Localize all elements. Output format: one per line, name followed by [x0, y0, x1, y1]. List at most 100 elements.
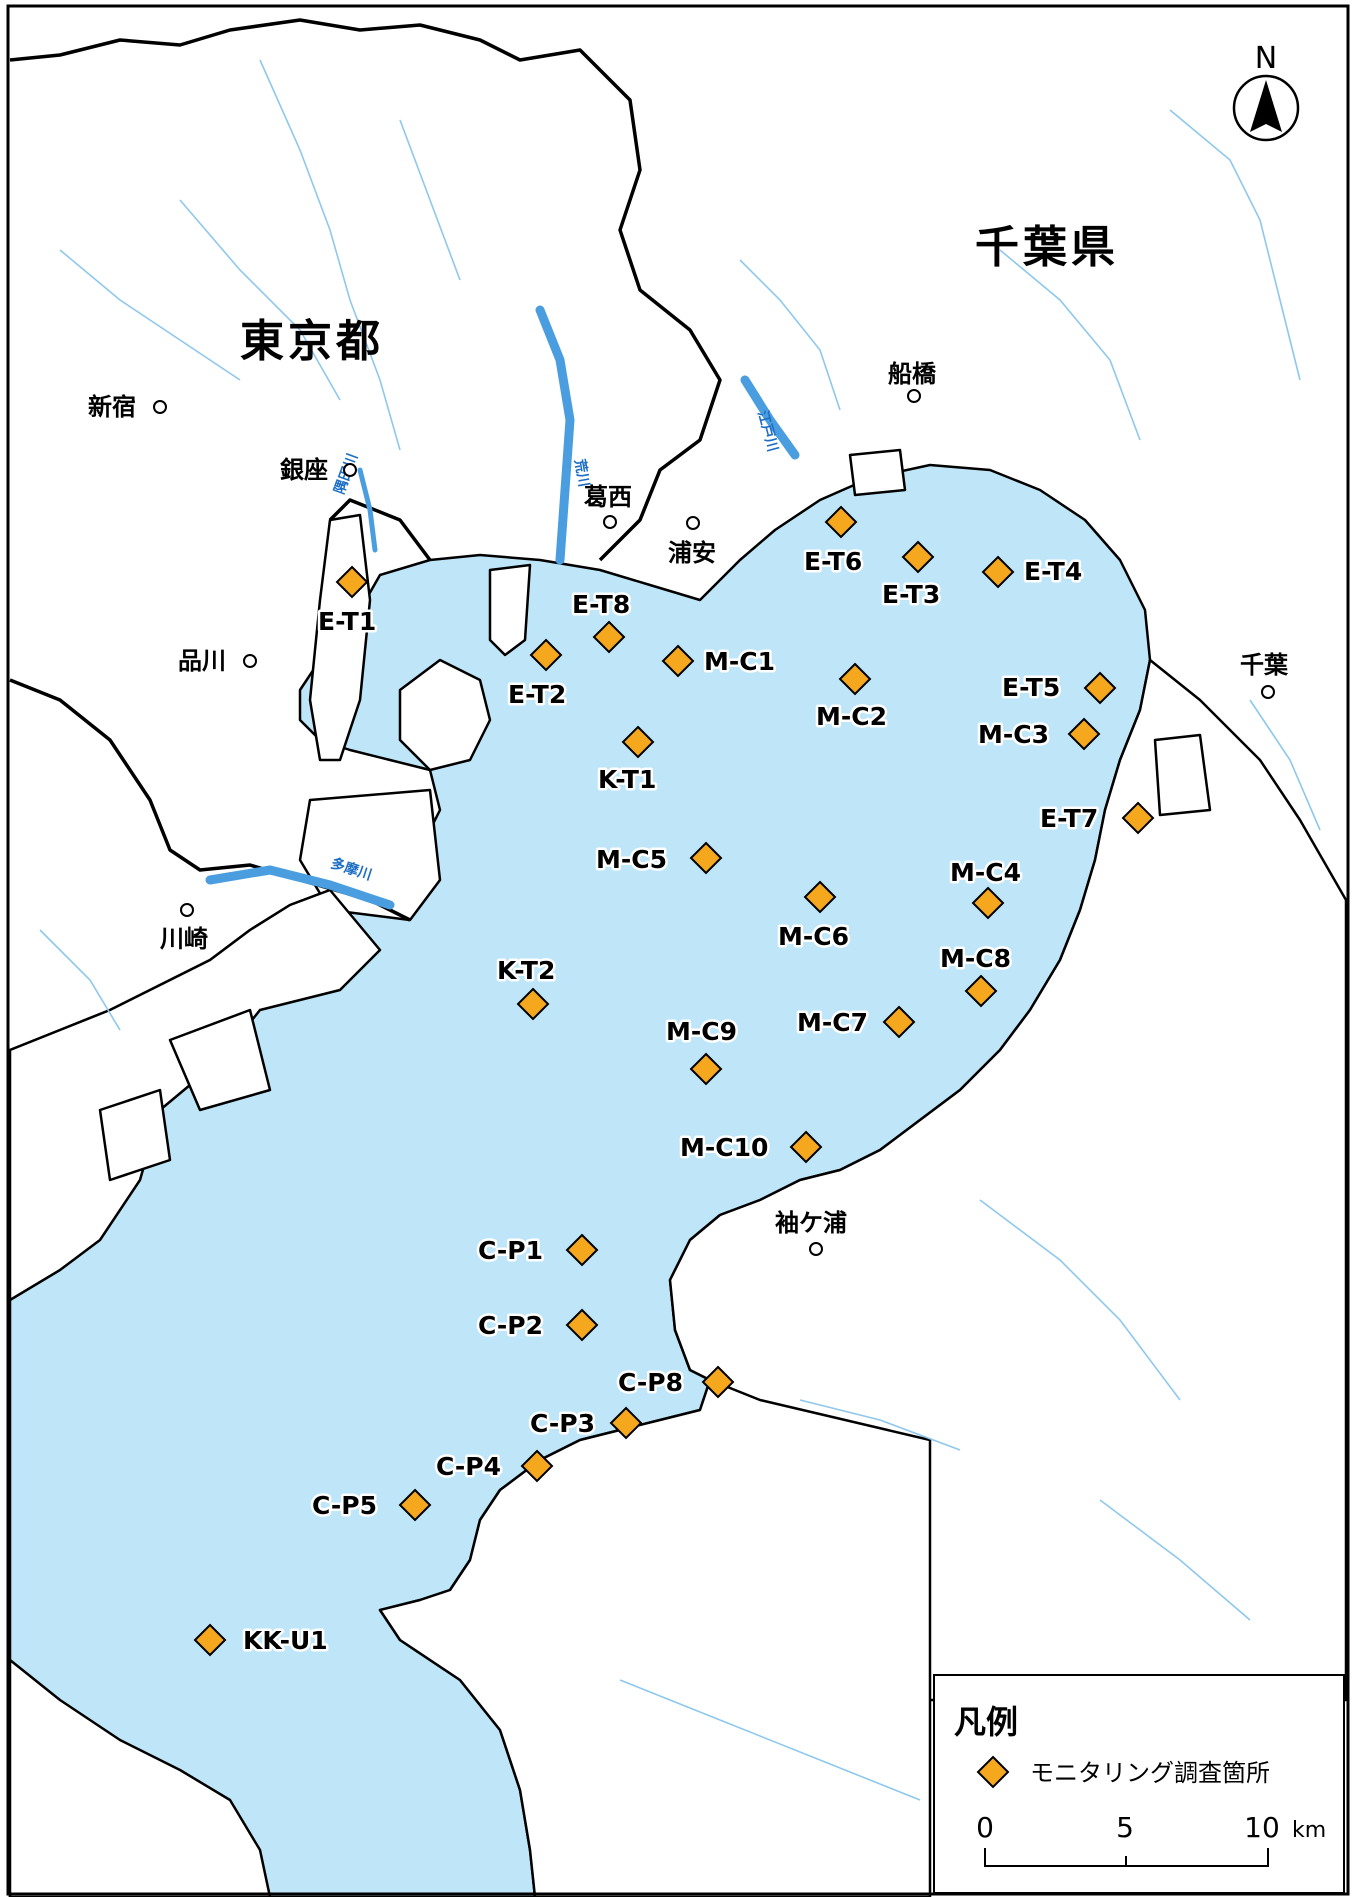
- prefecture-label-tokyo: 東京都: [240, 316, 384, 367]
- site-marker-c-p8[interactable]: [701, 1365, 735, 1399]
- site-marker-e-t7[interactable]: [1121, 801, 1155, 835]
- city-label-urayasu: 浦安: [668, 539, 716, 567]
- site-label-c-p1: C-P1: [478, 1236, 543, 1265]
- city-marker-chiba: [1261, 685, 1275, 699]
- site-label-m-c2: M-C2: [816, 702, 887, 731]
- odaiba-reclaimed-land: [398, 658, 492, 772]
- north-arrow-label: N: [1255, 41, 1277, 76]
- site-label-c-p3: C-P3: [530, 1409, 595, 1438]
- tama-river: [205, 865, 395, 910]
- site-marker-c-p2[interactable]: [565, 1308, 599, 1342]
- kawasaki-industrial-land: [8, 888, 382, 1302]
- site-label-m-c4: M-C4: [950, 858, 1021, 887]
- site-marker-m-c7[interactable]: [882, 1005, 916, 1039]
- city-label-ginza: 銀座: [280, 456, 328, 484]
- site-label-m-c5: M-C5: [596, 845, 667, 874]
- site-marker-e-t5[interactable]: [1083, 671, 1117, 705]
- scale-tick-10: 10: [1244, 1811, 1280, 1844]
- map-frame: [6, 4, 1350, 1896]
- city-label-kawasaki: 川崎: [160, 925, 208, 953]
- site-marker-m-c8[interactable]: [964, 974, 998, 1008]
- boso-land-south: [378, 1378, 932, 1897]
- city-marker-kasai: [603, 515, 617, 529]
- site-label-m-c1: M-C1: [704, 647, 775, 676]
- city-label-chiba: 千葉: [1240, 651, 1289, 679]
- site-marker-m-c2[interactable]: [838, 662, 872, 696]
- site-label-m-c10: M-C10: [680, 1133, 768, 1162]
- site-label-e-t5: E-T5: [1002, 673, 1060, 702]
- site-marker-m-c10[interactable]: [789, 1130, 823, 1164]
- site-marker-e-t4[interactable]: [981, 555, 1015, 589]
- site-label-m-c9: M-C9: [666, 1017, 737, 1046]
- sumida-river: [357, 467, 378, 553]
- yokohama-land: [8, 1658, 272, 1897]
- scale-unit: km: [1292, 1818, 1326, 1843]
- monitoring-site-layer: E-T1E-T2 E-T3 E-T4E-T5 E-T6E-T7 E-T8M-C1M-C2…: [193, 505, 1155, 1658]
- site-label-e-t8: E-T8: [572, 590, 630, 619]
- site-marker-m-c5[interactable]: [689, 841, 723, 875]
- site-label-m-c6: M-C6: [778, 922, 849, 951]
- river-label-ara: 荒川: [571, 457, 593, 489]
- kawasaki-pier-2: [98, 1088, 172, 1182]
- site-label-m-c7: M-C7: [797, 1008, 868, 1037]
- site-label-e-t1: E-T1: [318, 607, 376, 636]
- site-marker-m-c1[interactable]: [661, 644, 695, 678]
- kawasaki-pier-1: [168, 1008, 272, 1112]
- site-marker-e-t6[interactable]: [824, 505, 858, 539]
- city-marker-sodegaura: [809, 1242, 823, 1256]
- city-label-shinjuku: 新宿: [88, 393, 136, 421]
- site-label-e-t4: E-T4: [1024, 557, 1082, 586]
- funabashi-pier: [848, 448, 907, 497]
- site-marker-k-t1[interactable]: [621, 725, 655, 759]
- site-marker-e-t2[interactable]: [529, 638, 563, 672]
- site-label-c-p4: C-P4: [436, 1452, 501, 1481]
- site-label-c-p2: C-P2: [478, 1311, 543, 1340]
- scale-tick-0: 0: [976, 1811, 994, 1844]
- site-label-k-t1: K-T1: [598, 765, 656, 794]
- city-label-kasai: 葛西: [584, 483, 632, 511]
- city-marker-ginza: [343, 463, 357, 477]
- city-label-funabashi: 船橋: [888, 360, 937, 388]
- site-label-e-t6: E-T6: [804, 547, 862, 576]
- chiba-port-pier: [1153, 733, 1212, 817]
- prefecture-label-chiba: 千葉県: [975, 222, 1119, 273]
- site-marker-k-t2[interactable]: [516, 987, 550, 1021]
- site-label-e-t3: E-T3: [882, 580, 940, 609]
- site-label-e-t2: E-T2: [508, 680, 566, 709]
- site-marker-c-p3[interactable]: [609, 1406, 643, 1440]
- site-marker-m-c4[interactable]: [971, 886, 1005, 920]
- site-marker-c-p1[interactable]: [565, 1233, 599, 1267]
- legend-marker-icon: [976, 1755, 1010, 1789]
- site-label-e-t7: E-T7: [1040, 804, 1098, 833]
- site-marker-e-t3[interactable]: [901, 540, 935, 574]
- site-label-m-c8: M-C8: [940, 944, 1011, 973]
- site-label-k-t2: K-T2: [497, 956, 555, 985]
- site-marker-c-p5[interactable]: [398, 1488, 432, 1522]
- site-label-m-c3: M-C3: [978, 720, 1049, 749]
- legend-title: 凡例: [954, 1703, 1018, 1741]
- city-marker-kawasaki: [180, 903, 194, 917]
- city-label-sodegaura: 袖ケ浦: [775, 1209, 847, 1237]
- site-marker-e-t8[interactable]: [592, 620, 626, 654]
- site-marker-m-c6[interactable]: [803, 880, 837, 914]
- scale-tick-5: 5: [1116, 1811, 1134, 1844]
- site-marker-m-c3[interactable]: [1067, 717, 1101, 751]
- site-marker-kk-u1[interactable]: [193, 1623, 227, 1657]
- site-marker-m-c9[interactable]: [689, 1052, 723, 1086]
- site-marker-e-t1[interactable]: [335, 565, 369, 599]
- site-marker-c-p4[interactable]: [520, 1449, 554, 1483]
- tokyo-coast: [328, 498, 432, 562]
- site-label-c-p5: C-P5: [312, 1491, 377, 1520]
- reclaimed-land-koto: [488, 563, 532, 657]
- prefecture-boundary: [9, 18, 722, 562]
- site-label-c-p8: C-P8: [618, 1368, 683, 1397]
- city-label-shinagawa: 品川: [178, 647, 226, 675]
- city-marker-funabashi: [907, 389, 921, 403]
- scale-bar: 0 5 10 km: [976, 1811, 1326, 1867]
- legend: 凡例 モニタリング調査箇所 0 5 10 km: [933, 1674, 1345, 1894]
- site-label-kk-u1: KK-U1: [243, 1626, 328, 1655]
- city-marker-shinjuku: [153, 400, 167, 414]
- scale-bar-line: [984, 1848, 1269, 1867]
